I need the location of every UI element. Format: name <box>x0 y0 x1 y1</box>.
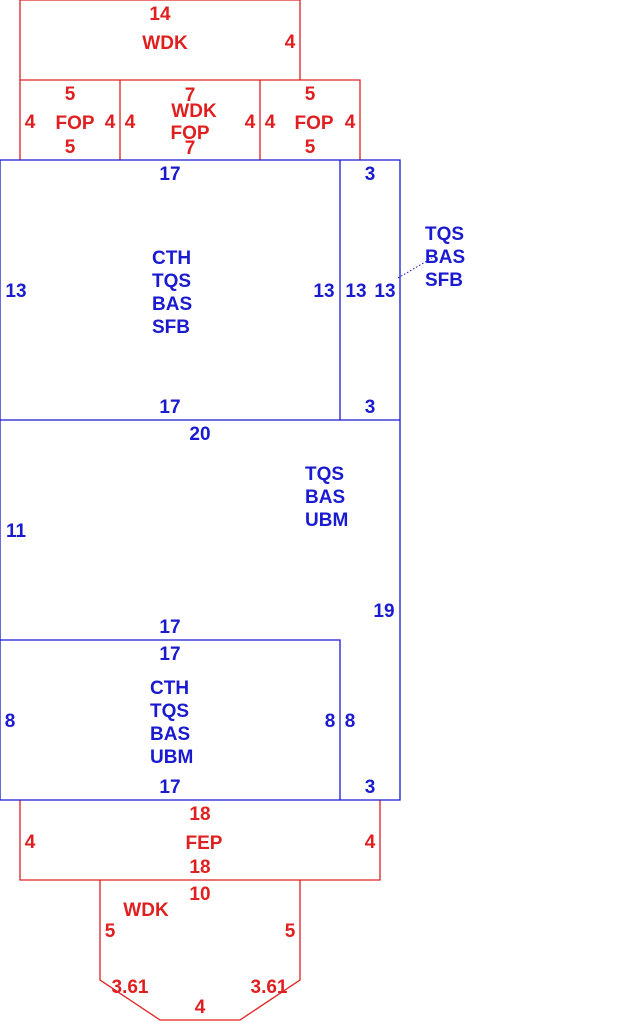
area-code-label: FOP <box>294 113 333 134</box>
dimension-label: 3 <box>365 777 376 798</box>
area-code-label: WDK <box>123 900 169 921</box>
dimension-label: 18 <box>189 857 210 878</box>
area-lower-room: 17 CTH TQS BAS UBM 8 8 17 8 <box>5 644 356 798</box>
area-fop-row <box>19 79 361 160</box>
dimension-label: 7 <box>185 85 196 106</box>
dimension-label: 17 <box>159 644 180 665</box>
area-code-label: SFB <box>152 317 190 338</box>
area-code-label: WDK <box>142 33 188 54</box>
dimension-label: 13 <box>313 281 334 302</box>
area-fop-right: 5 4 FOP 4 5 <box>265 84 356 158</box>
dimension-label: 4 <box>25 112 36 133</box>
area-code-label: BAS <box>152 294 192 315</box>
dimension-label: 17 <box>159 164 180 185</box>
dimension-label: 5 <box>285 921 296 942</box>
area-code-label: BAS <box>425 247 465 268</box>
dimension-label: 5 <box>65 84 76 105</box>
dimension-label: 8 <box>345 711 356 732</box>
dimension-label: 4 <box>125 112 136 133</box>
interior-outline <box>0 159 401 801</box>
dimension-label: 8 <box>5 711 16 732</box>
dimension-label: 4 <box>285 32 296 53</box>
area-code-label: CTH <box>152 248 191 269</box>
dimension-label: 4 <box>105 112 116 133</box>
area-wdk-bottom: 10 WDK 5 5 3.61 3.61 4 <box>99 880 301 1021</box>
area-code-label: FEP <box>186 833 223 854</box>
dimension-label: 4 <box>245 112 256 133</box>
dimension-label: 4 <box>265 112 276 133</box>
dimension-label: 3.61 <box>251 977 288 998</box>
dimension-label: 10 <box>189 884 210 905</box>
dimension-label: 4 <box>195 997 206 1018</box>
area-main-room: 17 CTH TQS BAS SFB 13 13 17 <box>5 164 334 418</box>
area-code-label: CTH <box>150 678 189 699</box>
area-code-label: UBM <box>150 747 193 768</box>
area-wdk-top: 14 WDK 4 <box>19 0 301 80</box>
area-wdk-fop-center: 7 WDK 4 FOP 4 7 <box>125 85 256 159</box>
area-code-label: SFB <box>425 270 463 291</box>
dimension-label: 5 <box>105 921 116 942</box>
area-fop-left: 5 4 FOP 4 5 <box>25 84 116 158</box>
dimension-label: 20 <box>189 424 210 445</box>
area-code-label: FOP <box>170 123 209 144</box>
dimension-label: 13 <box>5 281 26 302</box>
dimension-label: 8 <box>325 711 336 732</box>
area-narrow-room: 3 13 13 3 TQS BAS SFB <box>345 164 465 418</box>
area-code-label: FOP <box>55 113 94 134</box>
area-code-label: BAS <box>150 724 190 745</box>
dimension-label: 3 <box>365 397 376 418</box>
area-code-label: WDK <box>171 101 217 122</box>
dimension-label: 4 <box>365 832 376 853</box>
dimension-label: 11 <box>6 521 27 542</box>
area-code-label: TQS <box>305 464 344 485</box>
area-code-label: TQS <box>425 224 464 245</box>
dimension-label: 3 <box>365 164 376 185</box>
dimension-label: 5 <box>305 84 316 105</box>
dimension-label: 14 <box>149 4 171 25</box>
leader-line <box>397 257 433 279</box>
dimension-label: 3.61 <box>112 977 149 998</box>
area-code-label: UBM <box>305 510 348 531</box>
dimension-label: 17 <box>159 397 180 418</box>
dimension-label: 17 <box>159 617 180 638</box>
dimension-label: 5 <box>305 137 316 158</box>
dimension-label: 13 <box>345 281 366 302</box>
dimension-label: 7 <box>185 138 196 159</box>
area-code-label: TQS <box>150 701 189 722</box>
dimension-label: 13 <box>374 281 395 302</box>
dimension-label: 4 <box>25 832 36 853</box>
area-code-label: BAS <box>305 487 345 508</box>
dimension-label: 4 <box>345 112 356 133</box>
dimension-label: 5 <box>65 137 76 158</box>
area-code-label: TQS <box>152 271 191 292</box>
dimension-label: 19 <box>373 601 394 622</box>
dimension-label: 17 <box>159 777 180 798</box>
area-fep: 18 4 FEP 4 18 <box>19 800 381 881</box>
dimension-label: 18 <box>189 804 210 825</box>
area-middle-room: 20 TQS BAS UBM 11 19 17 3 <box>6 424 395 798</box>
